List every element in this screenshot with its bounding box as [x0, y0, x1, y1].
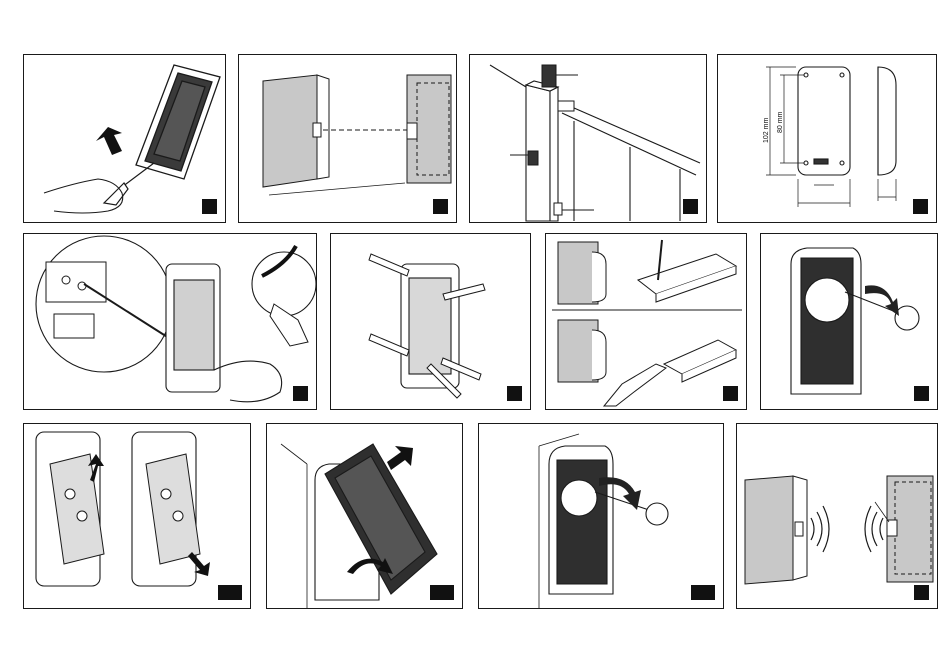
step-marker: [433, 199, 448, 214]
up-arrow-icon: [387, 446, 413, 470]
panel-cover-close: [266, 423, 463, 609]
step-marker: [691, 585, 715, 600]
device-icon: [166, 264, 220, 392]
panel-alignment: [238, 54, 457, 223]
panel-drilling: [545, 233, 747, 410]
step-marker: [723, 386, 738, 401]
panel-gate-positions: [469, 54, 707, 223]
panel-remove-cover: [23, 54, 226, 223]
panel-screw-mounting: [330, 233, 531, 410]
circuit-board-icon: [50, 454, 200, 564]
step-marker: [913, 199, 928, 214]
panel-lamp-insert: [760, 233, 938, 410]
step-marker: [914, 386, 929, 401]
up-arrow-icon: [96, 127, 122, 155]
step-marker: [914, 585, 929, 600]
device-icon: [136, 65, 220, 179]
gate-icon: [490, 65, 700, 221]
screwdriver-icon: [104, 163, 154, 205]
step-marker: [507, 386, 522, 401]
signal-wave-icon: [811, 506, 883, 552]
sensor-icon: [528, 151, 538, 165]
step-marker: [218, 585, 242, 600]
rotate-arrow-icon: [865, 285, 899, 316]
panel-lamp-removal: [478, 423, 724, 609]
wall-icon: [745, 476, 807, 584]
step-marker: [430, 585, 454, 600]
height-dimension-label: 102 mm: [763, 118, 770, 143]
post-icon: [407, 75, 451, 183]
hand-icon: [214, 361, 282, 402]
wall-icon: [558, 242, 606, 382]
panel-signal: [736, 423, 938, 609]
panel-dimensions: 102 mm 80 mm: [717, 54, 937, 223]
sensor-icon: [542, 65, 556, 87]
step-marker: [202, 199, 217, 214]
drill-icon: [604, 364, 666, 406]
panel-board-removal: [23, 423, 251, 609]
device-side-icon: [878, 67, 896, 175]
step-marker: [683, 199, 698, 214]
device-icon: [549, 446, 613, 594]
device-front-icon: [798, 67, 850, 175]
wall-icon: [263, 75, 329, 187]
sensor-icon: [554, 203, 562, 215]
panel-wiring: [23, 233, 317, 410]
step-marker: [293, 386, 308, 401]
device-icon: [791, 248, 861, 394]
post-icon: [887, 476, 933, 582]
hole-spacing-label: 80 mm: [777, 112, 784, 133]
